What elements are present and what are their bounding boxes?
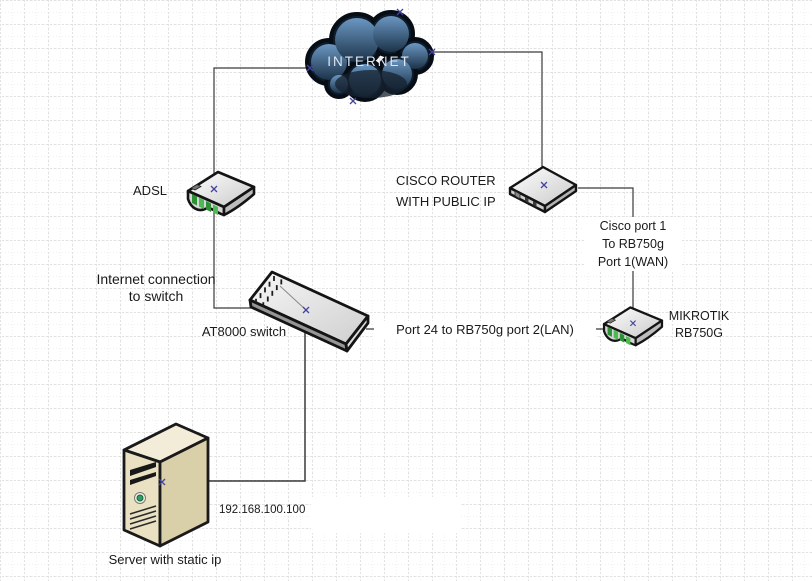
ethernet-switch-icon[interactable] (246, 264, 372, 354)
internet-connection-label-line1: Internet connection (96, 271, 216, 287)
adsl-label-text: ADSL (133, 183, 167, 198)
server-label-text: Server with static ip (108, 552, 222, 567)
mikrotik-label-line2: RB750G (675, 326, 723, 340)
connection-point-icon (540, 181, 548, 189)
port24-label-text: Port 24 to RB750g port 2(LAN) (396, 322, 574, 337)
connection-point-icon (302, 306, 310, 314)
mikrotik-router-icon[interactable] (597, 301, 669, 349)
cisco-port-label-line2: To RB750g (602, 237, 664, 251)
internet-label: INTERNET (327, 54, 411, 69)
mikrotik-label[interactable]: MIKROTIK RB750G (662, 308, 736, 342)
connection-point-icon (629, 320, 637, 327)
cisco-port-label-line1: Cisco port 1 (599, 219, 667, 233)
internet-cloud-icon[interactable]: INTERNET (303, 4, 439, 106)
server-tower-icon[interactable] (116, 418, 212, 552)
connection-point-icon (306, 8, 436, 105)
empty-text-box[interactable] (311, 497, 461, 533)
at8000-switch-label-text: AT8000 switch (201, 324, 287, 339)
modem-led-stripes-icon (192, 194, 218, 215)
mikrotik-label-line1: MIKROTIK (668, 309, 730, 323)
switch-ports-icon (255, 276, 283, 308)
connection-point-icon (210, 185, 218, 193)
cisco-router-label-line2: WITH PUBLIC IP (396, 194, 496, 209)
adsl-label[interactable]: ADSL (126, 182, 174, 199)
connector-internet-to-cisco[interactable] (432, 51, 543, 170)
adsl-to-switch-label[interactable]: Internet connection to switch (86, 271, 226, 305)
server-label[interactable]: Server with static ip (98, 551, 232, 568)
server-grille-icon (129, 505, 157, 530)
adsl-modem-icon[interactable] (180, 165, 262, 219)
server-ip-text: 192.168.100.100 (219, 504, 306, 516)
cisco-router-label-line1: CISCO ROUTER (396, 173, 496, 188)
cisco-to-mikrotik-label[interactable]: Cisco port 1 To RB750g Port 1(WAN) (584, 217, 682, 271)
connection-point-icon (158, 478, 166, 486)
cisco-port-label-line3: Port 1(WAN) (597, 255, 669, 269)
switch-to-mikrotik-label[interactable]: Port 24 to RB750g port 2(LAN) (374, 321, 596, 338)
server-vent-slots-icon (130, 462, 156, 485)
at8000-switch-label[interactable]: AT8000 switch (197, 323, 291, 340)
connector-switch-to-server[interactable] (206, 330, 306, 482)
internet-connection-label-line2: to switch (128, 288, 184, 304)
modem-led-stripes-icon (607, 326, 631, 346)
server-ip-label[interactable]: 192.168.100.100 (219, 502, 311, 519)
cisco-router-icon[interactable] (505, 161, 581, 214)
cisco-router-label[interactable]: CISCO ROUTER WITH PUBLIC IP (396, 170, 516, 212)
